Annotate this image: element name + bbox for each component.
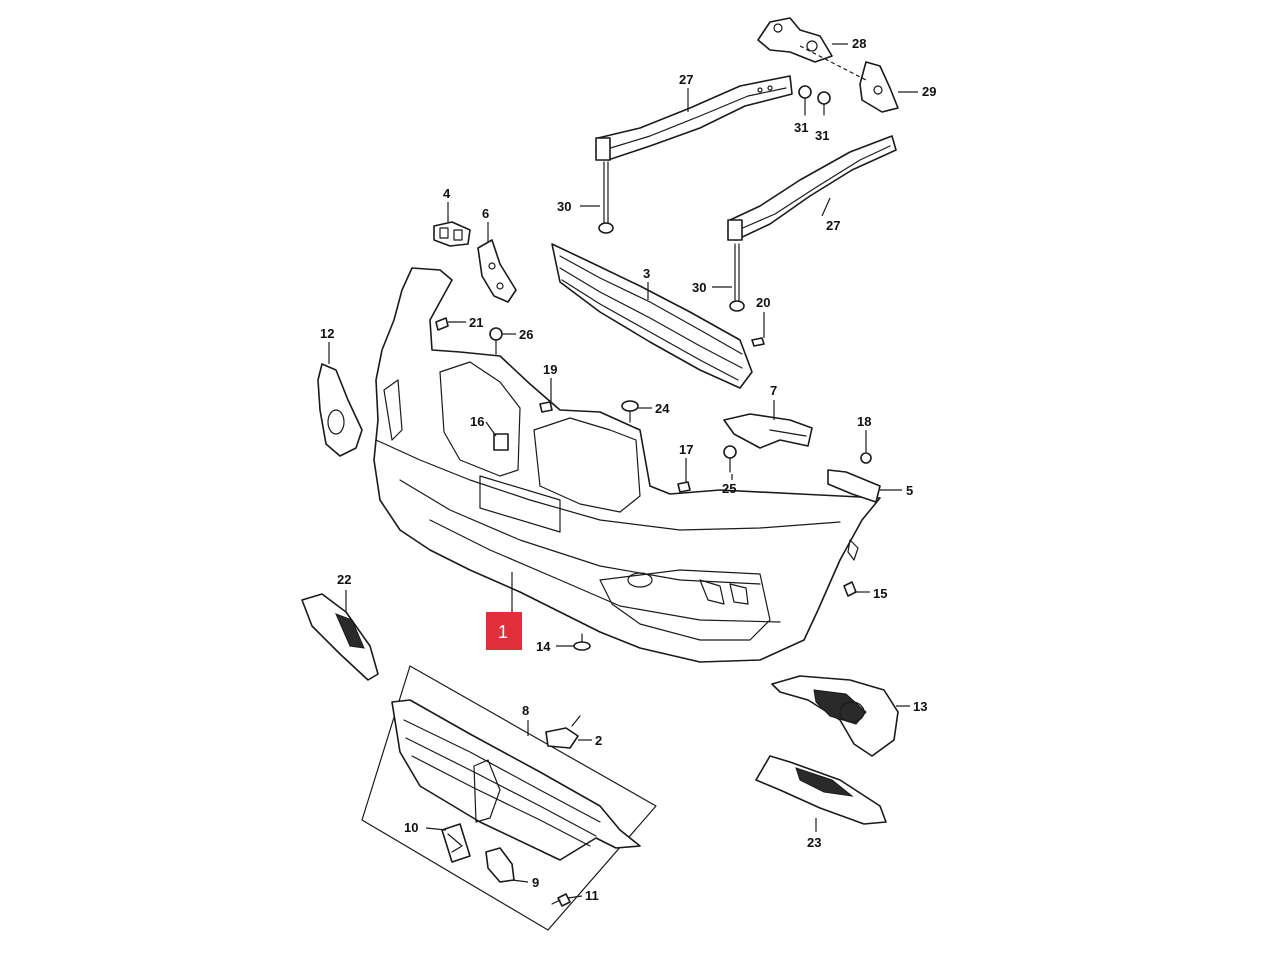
label-25: 25 [722, 481, 736, 496]
label-26: 26 [519, 327, 533, 342]
label-14: 14 [536, 639, 551, 654]
label-16: 16 [470, 414, 484, 429]
label-30-lower: 30 [692, 280, 706, 295]
part-30-bolt-upper [580, 161, 614, 234]
label-1: 1 [498, 622, 508, 642]
part-2-tow-hook-cap [545, 715, 592, 749]
part-25-bolt [723, 445, 737, 480]
label-29: 29 [922, 84, 936, 99]
label-30-upper: 30 [557, 199, 571, 214]
part-1-highlight-marker: 1 [486, 612, 522, 650]
part-30-bolt-lower [712, 243, 745, 312]
label-18: 18 [857, 414, 871, 429]
label-13: 13 [913, 699, 927, 714]
label-4: 4 [443, 186, 451, 201]
label-27-upper: 27 [679, 72, 693, 87]
label-27-lower: 27 [826, 218, 840, 233]
label-10: 10 [404, 820, 418, 835]
part-8-lower-grille [391, 699, 641, 861]
part-4-clip [433, 202, 471, 247]
part-23-right-fog-cover [755, 755, 887, 832]
part-11-screw [551, 893, 583, 907]
part-21-screw [435, 317, 466, 331]
label-31-left: 31 [794, 120, 808, 135]
label-9: 9 [532, 875, 539, 890]
label-28: 28 [852, 36, 866, 51]
part-24-clip [621, 400, 652, 423]
label-3: 3 [643, 266, 650, 281]
label-23: 23 [807, 835, 821, 850]
label-7: 7 [770, 383, 777, 398]
label-8: 8 [522, 703, 529, 718]
label-24: 24 [655, 401, 670, 416]
part-6-side-bracket [477, 222, 517, 303]
label-31-right: 31 [815, 128, 829, 143]
grille-assembly-frame [361, 665, 657, 931]
label-11: 11 [585, 888, 599, 903]
part-18-clip [860, 430, 872, 464]
part-26-bolt [489, 327, 516, 355]
part-31-bolt-right [817, 91, 831, 116]
part-19-screw [539, 378, 553, 413]
part-17-screw [677, 458, 691, 493]
part-27-upper-stay [595, 75, 793, 161]
part-12-side-cover [317, 342, 363, 457]
part-20-screw [751, 312, 765, 347]
part-10-emblem [425, 823, 471, 863]
part-29-bracket [859, 61, 918, 113]
part-27-lower-stay [727, 135, 897, 241]
label-15: 15 [873, 586, 887, 601]
label-17: 17 [679, 442, 693, 457]
label-2: 2 [595, 733, 602, 748]
part-14-clip [556, 633, 591, 651]
part-28-bracket [757, 17, 848, 63]
label-20: 20 [756, 295, 770, 310]
label-12: 12 [320, 326, 334, 341]
label-19: 19 [543, 362, 557, 377]
part-16-clip [485, 421, 509, 451]
part-3-upper-grille [551, 243, 753, 389]
part-1-front-bumper [373, 267, 881, 663]
part-9-emblem-bracket [485, 847, 529, 883]
label-22: 22 [337, 572, 351, 587]
label-5: 5 [906, 483, 913, 498]
label-6: 6 [482, 206, 489, 221]
part-5-side-retainer [827, 469, 902, 503]
part-31-bolt-left [798, 85, 812, 116]
label-21: 21 [469, 315, 483, 330]
part-7-bracket [723, 400, 813, 449]
part-22-left-fog-cover [301, 590, 379, 681]
part-15-screw [843, 581, 870, 597]
part-13-right-fog-bezel [771, 675, 910, 757]
